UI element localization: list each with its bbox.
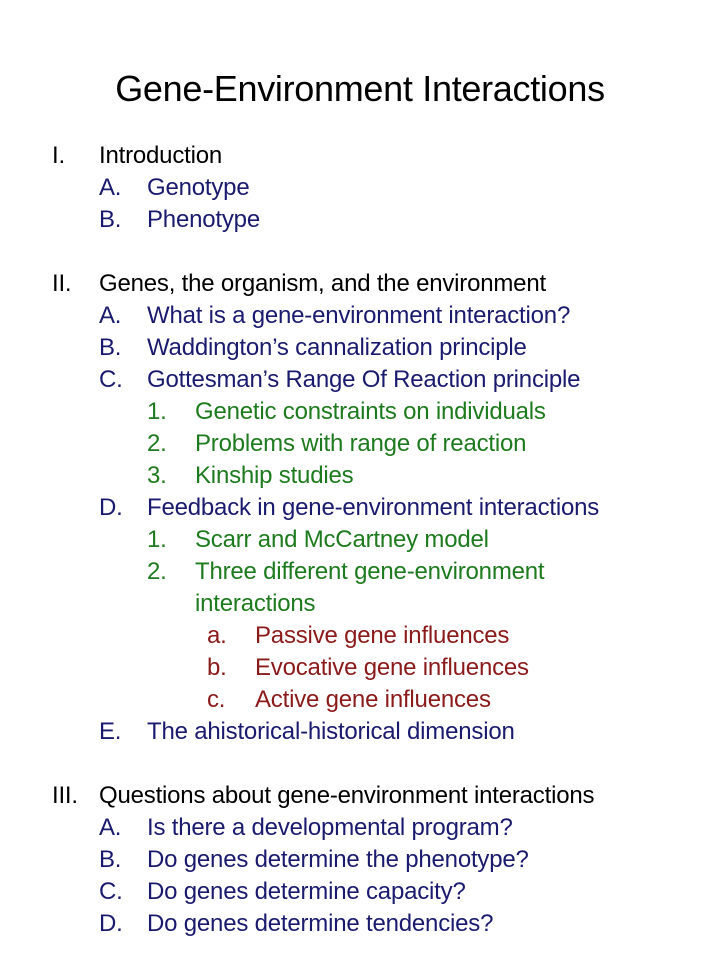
outline-text: Scarr and McCartney model [195, 526, 489, 553]
outline-marker: 2. [147, 558, 167, 585]
outline-text: Is there a developmental program? [147, 814, 513, 841]
outline-marker: C. [99, 878, 123, 905]
outline-marker: E. [99, 718, 122, 745]
outline-text: Kinship studies [195, 462, 354, 489]
outline-marker: a. [207, 622, 227, 649]
outline-marker: b. [207, 654, 227, 681]
outline-text: Phenotype [147, 206, 260, 233]
outline-text: Gottesman’s Range Of Reaction principle [147, 366, 581, 393]
outline-marker: III. [52, 782, 78, 809]
outline-text: Genes, the organism, and the environment [99, 270, 546, 297]
outline-marker: B. [99, 206, 122, 233]
outline-text: Feedback in gene-environment interaction… [147, 494, 600, 521]
outline-marker: D. [99, 494, 123, 521]
outline-marker: B. [99, 334, 122, 361]
outline-text: Waddington’s cannalization principle [147, 334, 527, 361]
outline-text: Do genes determine tendencies? [147, 910, 494, 937]
outline-text: Problems with range of reaction [195, 430, 527, 457]
outline-marker: I. [52, 142, 65, 169]
outline-marker: A. [99, 814, 122, 841]
outline-marker: A. [99, 302, 122, 329]
outline-text: Introduction [99, 142, 223, 169]
outline-text: Do genes determine capacity? [147, 878, 466, 905]
page-title: Gene-Environment Interactions [115, 68, 605, 109]
outline-text: Genotype [147, 174, 250, 201]
outline-marker: C. [99, 366, 123, 393]
outline-text: The ahistorical-historical dimension [147, 718, 515, 745]
outline-text: Three different gene-environment [195, 558, 545, 585]
outline-text: Genetic constraints on individuals [195, 398, 546, 425]
outline-marker: c. [207, 686, 226, 713]
outline-text: What is a gene-environment interaction? [147, 302, 571, 329]
outline-marker: II. [52, 270, 72, 297]
outline-text: Active gene influences [255, 686, 491, 713]
outline-text: interactions [195, 590, 316, 617]
outline-text: Passive gene influences [255, 622, 510, 649]
outline-marker: D. [99, 910, 123, 937]
outline-marker: A. [99, 174, 122, 201]
outline-marker: 1. [147, 526, 167, 553]
outline-text: Questions about gene-environment interac… [99, 782, 595, 809]
outline-text: Evocative gene influences [255, 654, 529, 681]
outline-marker: B. [99, 846, 122, 873]
outline-marker: 2. [147, 430, 167, 457]
outline-marker: 3. [147, 462, 167, 489]
outline-text: Do genes determine the phenotype? [147, 846, 529, 873]
outline-marker: 1. [147, 398, 167, 425]
